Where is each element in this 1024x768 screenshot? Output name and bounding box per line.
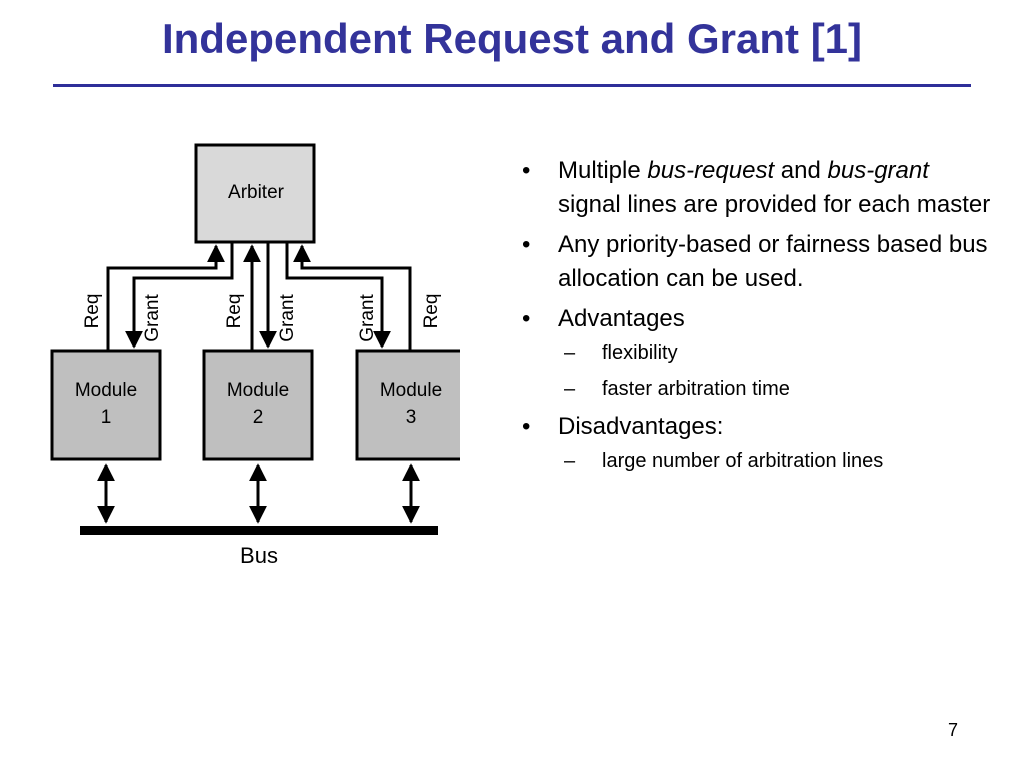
sub-bullet-dash: – bbox=[564, 450, 576, 472]
module-2-label: Module bbox=[227, 380, 289, 401]
module-3-grant-label: Grant bbox=[357, 294, 378, 342]
sub-bullet-item: – faster arbitration time bbox=[522, 374, 992, 404]
bullet-text: Advantages bbox=[558, 305, 685, 332]
module-3-label: Module bbox=[380, 380, 442, 401]
sub-bullet-dash: – bbox=[564, 342, 576, 364]
bullet-text: Any priority-based or fairness based bus… bbox=[558, 231, 988, 292]
bullet-item: • Advantages bbox=[522, 302, 992, 336]
module-3-number: 3 bbox=[406, 407, 417, 428]
arbiter-box bbox=[194, 143, 316, 244]
sub-bullet-text: faster arbitration time bbox=[602, 378, 790, 400]
module-2-req-label: Req bbox=[224, 294, 245, 329]
bullet-text: Multiple bbox=[558, 157, 648, 184]
bus-request-term: bus-request bbox=[647, 157, 775, 184]
bullet-dot: • bbox=[522, 157, 531, 184]
bullet-dot: • bbox=[522, 413, 531, 440]
sub-bullet-dash: – bbox=[564, 378, 576, 400]
bus-bar bbox=[80, 526, 438, 535]
module-1-label: Module bbox=[75, 380, 137, 401]
module-2-box bbox=[202, 349, 314, 461]
slide-title: Independent Request and Grant [1] bbox=[161, 15, 863, 62]
bullet-text: signal lines are provided for each maste… bbox=[558, 191, 991, 218]
module-3-req-line bbox=[293, 244, 412, 351]
bus-arbitration-diagram: Arbiter Module 1 Module 2 Module 3 Req G… bbox=[50, 143, 460, 568]
bullet-text: and bbox=[774, 157, 828, 184]
module-3-box bbox=[355, 349, 460, 461]
sub-bullet-item: – large number of arbitration lines bbox=[522, 446, 992, 476]
bullet-item: • Disadvantages: bbox=[522, 410, 992, 444]
sub-bullet-text: flexibility bbox=[602, 342, 678, 364]
sub-bullet-item: – flexibility bbox=[522, 338, 992, 368]
module-2-grant-label: Grant bbox=[277, 294, 298, 342]
bullet-dot: • bbox=[522, 305, 531, 332]
module-1-grant-line bbox=[125, 242, 234, 349]
module-1-box bbox=[50, 349, 162, 461]
module-1-number: 1 bbox=[101, 407, 112, 428]
module-2-number: 2 bbox=[253, 407, 264, 428]
arbiter-label: Arbiter bbox=[228, 182, 285, 203]
module-3-grant-line bbox=[285, 242, 391, 349]
page-number: 7 bbox=[948, 720, 959, 740]
bus-label: Bus bbox=[240, 543, 278, 568]
module-1-req-label: Req bbox=[82, 294, 103, 329]
title-divider bbox=[53, 84, 971, 87]
bullet-item: • Multiple bus-request and bus-grant sig… bbox=[522, 154, 992, 222]
module-1-grant-label: Grant bbox=[142, 294, 163, 342]
bullet-list: • Multiple bus-request and bus-grant sig… bbox=[522, 154, 992, 482]
sub-bullet-text: large number of arbitration lines bbox=[602, 450, 884, 472]
module-3-req-label: Req bbox=[421, 294, 442, 329]
module-1-req-line bbox=[106, 244, 225, 351]
bullet-dot: • bbox=[522, 231, 531, 258]
bullet-text: Disadvantages: bbox=[558, 413, 724, 440]
bus-grant-term: bus-grant bbox=[827, 157, 929, 184]
bullet-item: • Any priority-based or fairness based b… bbox=[522, 228, 992, 296]
